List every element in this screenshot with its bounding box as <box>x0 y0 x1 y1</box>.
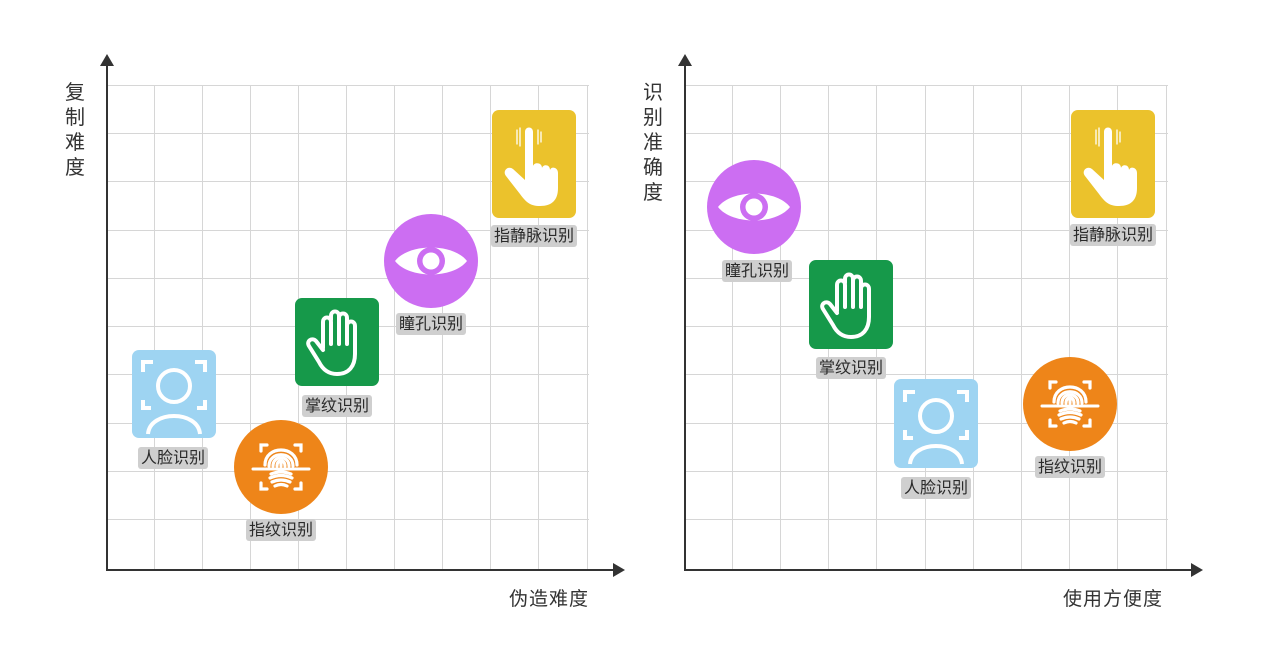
palm-icon <box>809 260 893 349</box>
right-x-axis-label: 使用方便度 <box>1063 588 1164 610</box>
right-x-arrow-icon <box>1191 563 1203 577</box>
right-x-axis <box>684 569 1192 571</box>
label-palmprint-recognition: 掌纹识别 <box>301 395 373 417</box>
fingerprint-icon <box>234 420 328 514</box>
left-y-axis <box>106 64 108 571</box>
right-y-arrow-icon <box>678 54 692 66</box>
label-fingerprint-recognition: 指纹识别 <box>245 519 317 541</box>
left-chart: 复制难度 伪造难度 人脸识别 指纹识别 掌纹识别 瞳孔识别 指静脉识别 <box>65 54 625 610</box>
face-scan-icon <box>132 350 216 438</box>
left-y-axis-label: 复制难度 <box>65 80 85 179</box>
finger-touch-icon <box>492 110 576 218</box>
left-y-arrow-icon <box>100 54 114 66</box>
label-finger-vein-recognition: 指静脉识别 <box>1069 224 1157 246</box>
left-x-axis-label: 伪造难度 <box>509 588 590 610</box>
face-scan-icon <box>894 379 978 468</box>
right-y-axis-label: 识别准确度 <box>643 80 663 204</box>
eye-icon <box>707 160 801 254</box>
finger-touch-icon <box>1071 110 1155 218</box>
fingerprint-icon <box>1023 357 1117 451</box>
eye-icon <box>384 214 478 308</box>
label-face-recognition: 人脸识别 <box>137 447 209 469</box>
label-palmprint-recognition: 掌纹识别 <box>815 357 887 379</box>
label-iris-recognition: 瞳孔识别 <box>721 260 793 282</box>
label-finger-vein-recognition: 指静脉识别 <box>490 225 578 247</box>
right-y-axis <box>684 64 686 571</box>
label-iris-recognition: 瞳孔识别 <box>395 313 467 335</box>
left-x-arrow-icon <box>613 563 625 577</box>
palm-icon <box>295 298 379 386</box>
left-x-axis <box>106 569 614 571</box>
label-face-recognition: 人脸识别 <box>900 477 972 499</box>
label-fingerprint-recognition: 指纹识别 <box>1034 456 1106 478</box>
